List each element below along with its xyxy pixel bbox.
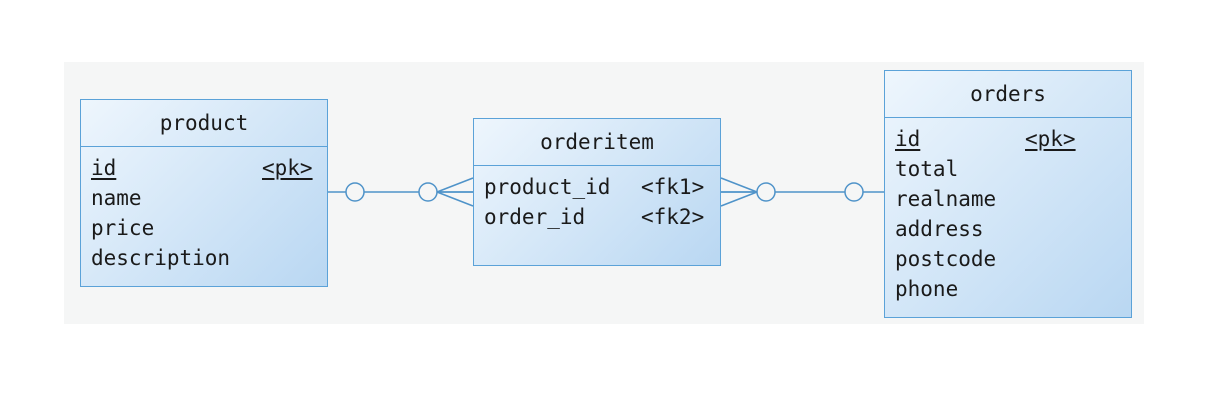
optional-circle-orderitem-left <box>418 182 438 202</box>
attribute-row: price <box>91 213 327 243</box>
attribute-row: phone <box>895 274 1131 304</box>
entity-product-title: product <box>81 100 327 147</box>
attribute-name: order_id <box>484 205 586 229</box>
attribute-row: realname <box>895 184 1131 214</box>
attribute-name: id <box>895 127 921 151</box>
attribute-row: postcode <box>895 244 1131 274</box>
attribute-name: id <box>91 156 117 180</box>
attribute-name: product_id <box>484 175 611 199</box>
attribute-row: description <box>91 243 327 273</box>
crowfoot-orderitem-right <box>720 177 758 207</box>
attribute-name: postcode <box>895 247 997 271</box>
primary-key-tag: <pk> <box>262 156 313 180</box>
primary-key-tag: <pk> <box>1025 127 1076 151</box>
attribute-row: id <pk> <box>91 153 327 183</box>
optional-circle-orderitem-right <box>756 182 776 202</box>
attribute-name: realname <box>895 187 997 211</box>
attribute-row: id <pk> <box>895 124 1131 154</box>
entity-orders[interactable]: orders id <pk> total realname address po… <box>884 70 1132 318</box>
optional-circle-orders-side <box>844 182 864 202</box>
attribute-row: name <box>91 183 327 213</box>
attribute-name: phone <box>895 277 959 301</box>
foreign-key-tag: <fk1> <box>641 175 705 199</box>
entity-orderitem[interactable]: orderitem product_id <fk1> order_id <fk2… <box>473 118 721 266</box>
attribute-row: total <box>895 154 1131 184</box>
attribute-row: product_id <fk1> <box>484 172 720 202</box>
entity-product[interactable]: product id <pk> name price description <box>80 99 328 287</box>
attribute-row: order_id <fk2> <box>484 202 720 232</box>
attribute-row: address <box>895 214 1131 244</box>
attribute-name: total <box>895 157 959 181</box>
entity-orders-title: orders <box>885 71 1131 118</box>
attribute-name: address <box>895 217 984 241</box>
entity-orderitem-title: orderitem <box>474 119 720 166</box>
attribute-name: description <box>91 246 231 270</box>
foreign-key-tag: <fk2> <box>641 205 705 229</box>
attribute-name: price <box>91 216 155 240</box>
optional-circle-product-side <box>345 182 365 202</box>
crowfoot-orderitem-left <box>436 177 474 207</box>
attribute-name: name <box>91 186 142 210</box>
